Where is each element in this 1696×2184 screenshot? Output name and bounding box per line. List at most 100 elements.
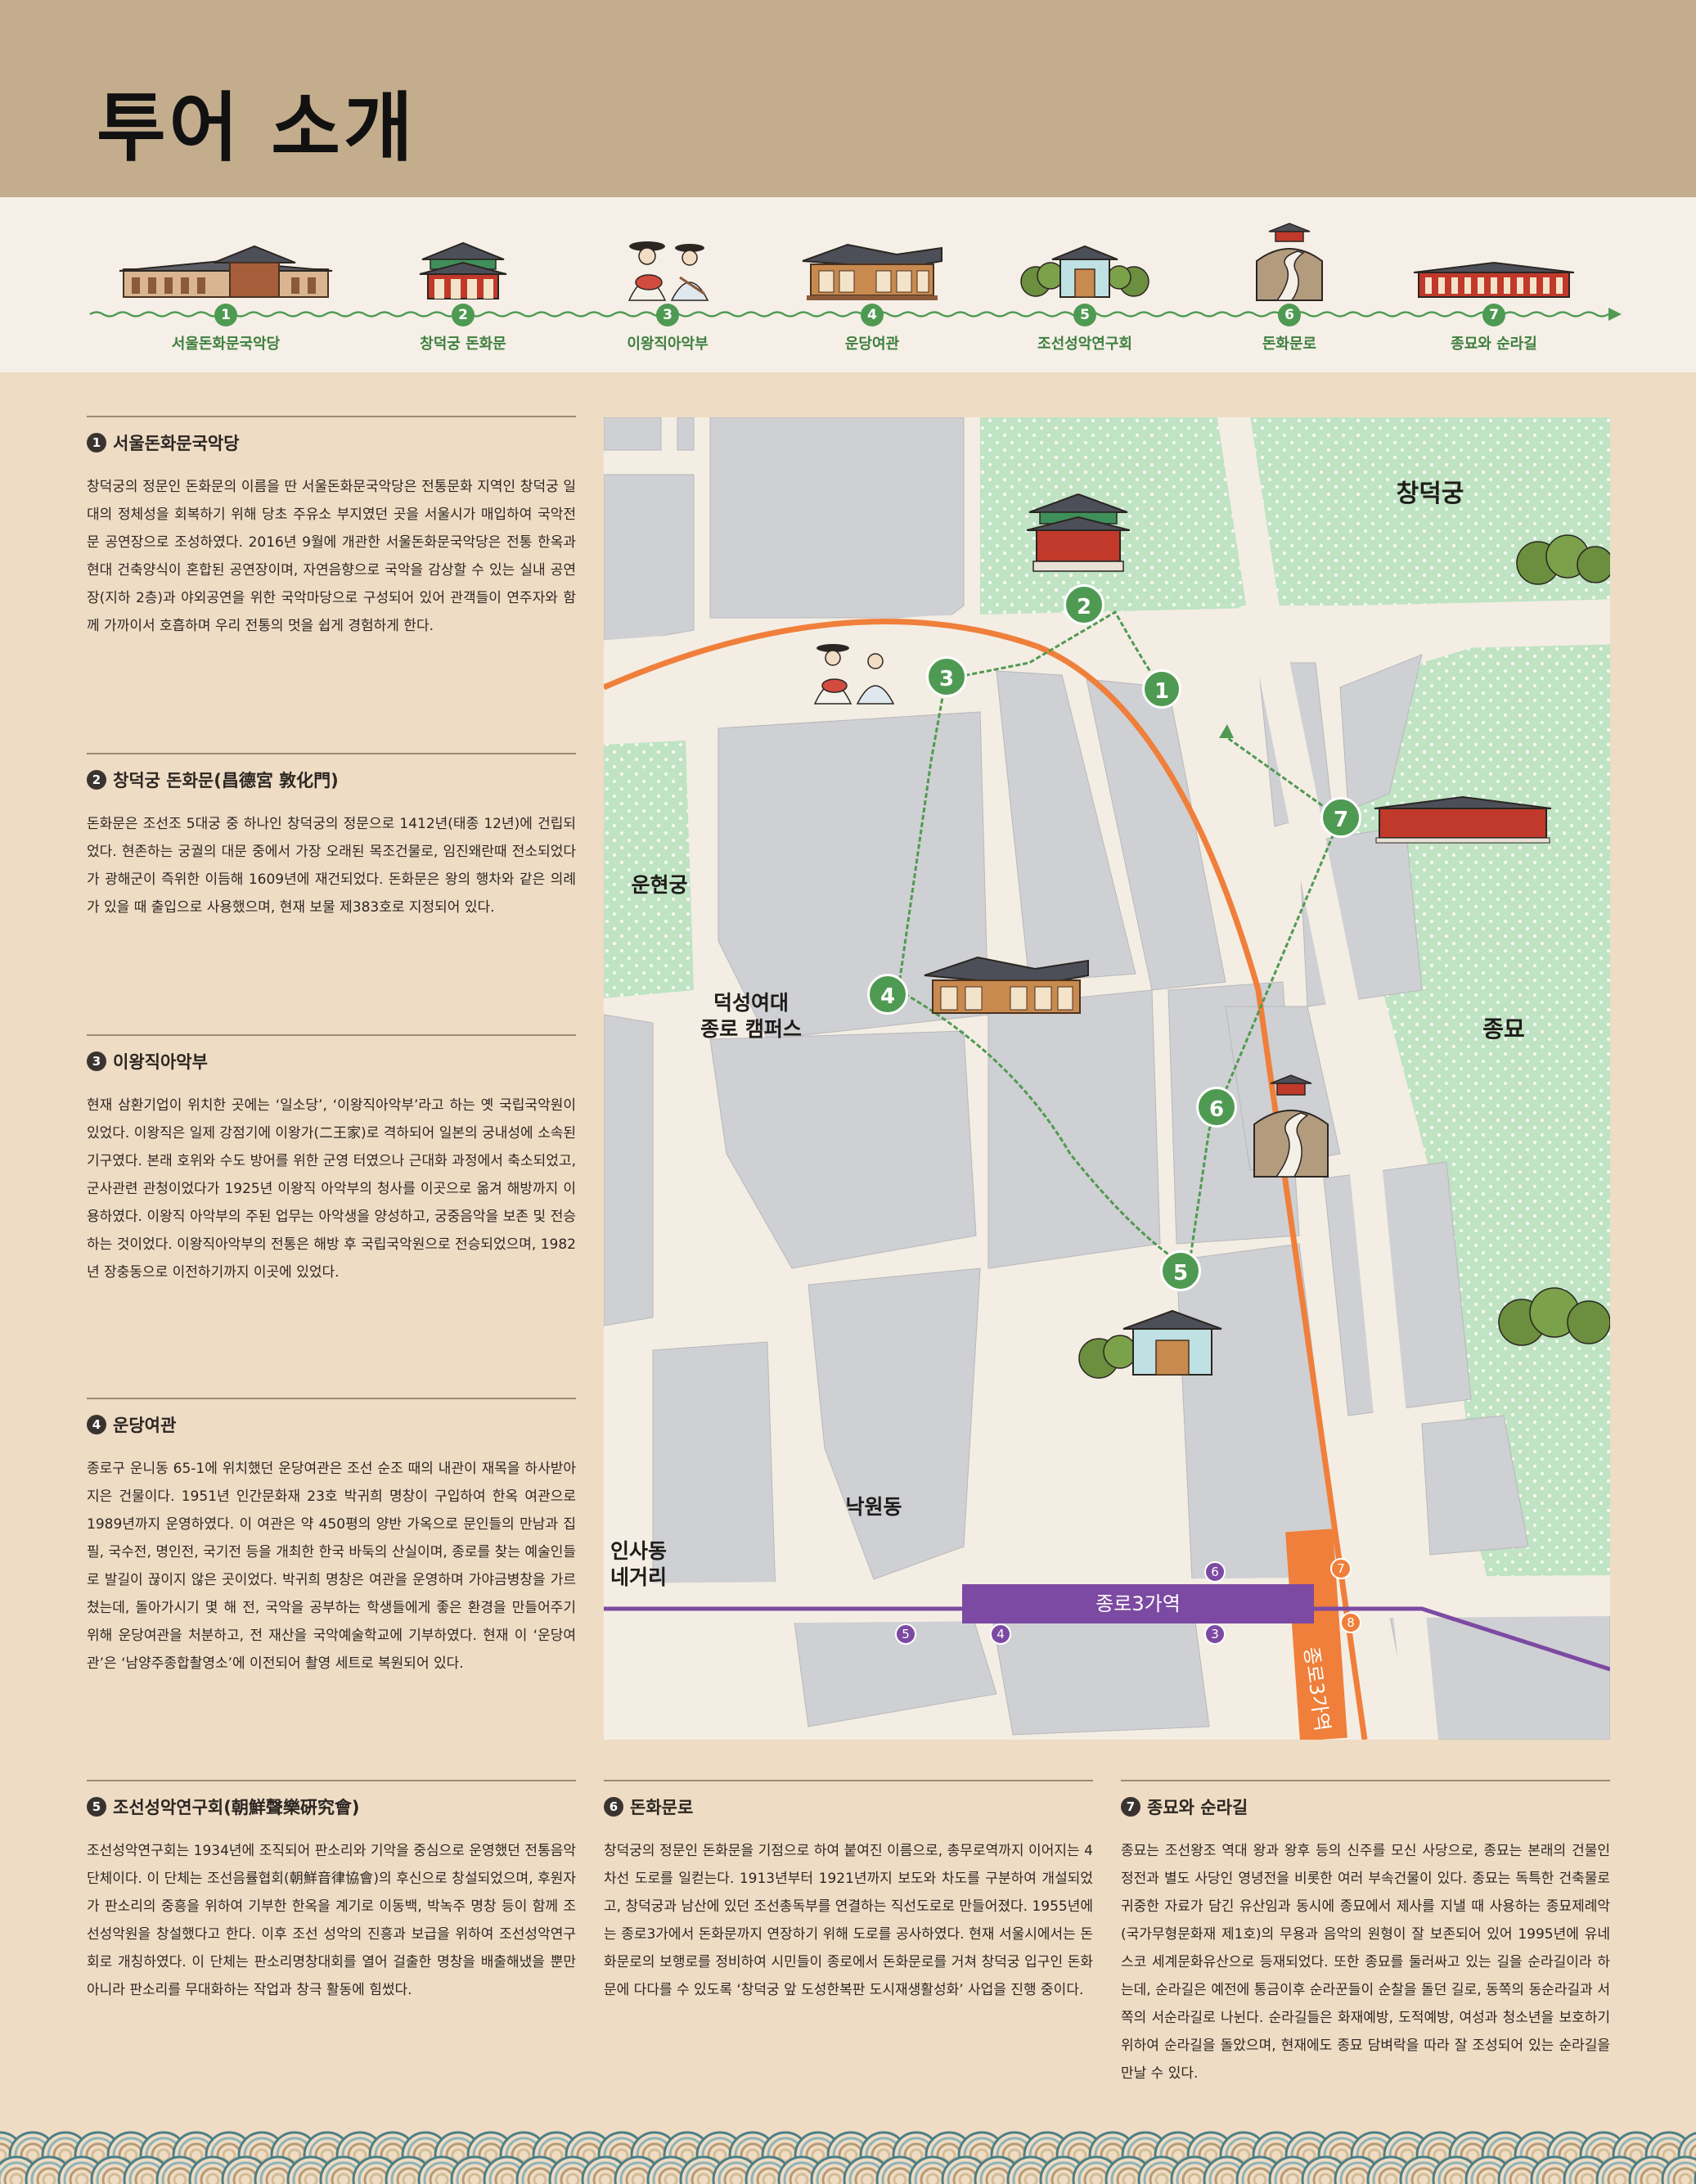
station-vertical-bar bbox=[1285, 1529, 1347, 1740]
section-seongak: 5 조선성악연구회(朝鮮聲樂硏究會) 조선성악연구회는 1934년에 조직되어 판… bbox=[87, 1780, 576, 2004]
map-tree-icon bbox=[1498, 1287, 1610, 1346]
donhwamun-gate-icon bbox=[419, 241, 507, 299]
section-rule bbox=[604, 1780, 1093, 1781]
changdeokgung-park bbox=[980, 417, 1610, 630]
timeline-stop-5[interactable]: 5 조선성악연구회 bbox=[970, 197, 1199, 372]
station-label: 종로3가역 bbox=[1095, 1592, 1181, 1615]
stop-number: 4 bbox=[861, 304, 884, 326]
section-heading: 4 운당여관 bbox=[87, 1412, 576, 1437]
section-number: 7 bbox=[1121, 1797, 1140, 1817]
stop-label: 창덕궁 돈화문 bbox=[420, 335, 506, 353]
section-number: 1 bbox=[87, 433, 106, 453]
unhyeongung-park bbox=[604, 741, 694, 998]
musicians-icon bbox=[628, 241, 709, 301]
section-undang: 4 운당여관 종로구 운니동 65-1에 위치했던 운당여관은 조선 순조 때의 … bbox=[87, 1398, 576, 1677]
stop-number: 5 bbox=[1073, 304, 1096, 326]
stop-label: 서울돈화문국악당 bbox=[171, 335, 281, 353]
map-canvas bbox=[604, 417, 1610, 1740]
section-rule bbox=[87, 1398, 576, 1399]
map-musicians-icon bbox=[813, 644, 895, 705]
map-jongmyo-icon bbox=[1374, 795, 1552, 844]
station-bar bbox=[962, 1584, 1314, 1623]
tour-route bbox=[897, 610, 1342, 1271]
timeline-stop-6[interactable]: 6 돈화문로 bbox=[1175, 197, 1404, 372]
section-donhwamun: 2 창덕궁 돈화문(昌德宮 敦化門) 돈화문은 조선조 5대궁 중 하나인 창덕궁… bbox=[87, 753, 576, 921]
exit-marker-3: 3 bbox=[1204, 1623, 1226, 1645]
timeline-line bbox=[89, 308, 1622, 321]
section-title: 창덕궁 돈화문(昌德宮 敦化門) bbox=[113, 771, 339, 790]
section-title: 서울돈화문국악당 bbox=[113, 434, 240, 453]
section-body: 창덕궁의 정문인 돈화문을 기점으로 하여 붙여진 이름으로, 총무로역까지 이… bbox=[604, 1843, 1093, 1998]
exit-marker-8: 8 bbox=[1340, 1612, 1361, 1633]
route-marker-6[interactable]: 6 bbox=[1196, 1087, 1237, 1128]
section-number: 2 bbox=[87, 770, 106, 790]
timeline-stop-2[interactable]: 2 창덕궁 돈화문 bbox=[349, 197, 578, 372]
donhwamun-road-icon bbox=[1256, 223, 1323, 301]
timeline-stop-3[interactable]: 3 이왕직아악부 bbox=[553, 197, 782, 372]
timeline-stop-7[interactable]: 7 종묘와 순라길 bbox=[1379, 197, 1608, 372]
header-banner: 투어 소개 bbox=[0, 0, 1696, 197]
timeline-stop-1[interactable]: 1 서울돈화문국악당 bbox=[111, 197, 340, 372]
map-hanok-inn-icon bbox=[924, 956, 1089, 1014]
map-donhwamun-icon bbox=[1026, 493, 1131, 572]
page-title: 투어 소개 bbox=[97, 84, 416, 172]
stop-label: 이왕직아악부 bbox=[627, 335, 709, 353]
stop-label: 돈화문로 bbox=[1262, 335, 1317, 353]
section-body: 종묘는 조선왕조 역대 왕과 왕후 등의 신주를 모신 사당으로, 종묘는 본래… bbox=[1121, 1843, 1610, 2082]
exit-marker-6: 6 bbox=[1204, 1561, 1226, 1583]
tour-map: 1 2 3 4 5 6 7 6 7 5 4 3 8 종로3가역 종로3가역 창덕… bbox=[604, 417, 1610, 1740]
stop-number: 7 bbox=[1482, 304, 1505, 326]
stop-label: 종묘와 순라길 bbox=[1451, 335, 1537, 353]
gugakdang-building-icon bbox=[119, 245, 333, 298]
section-body: 현재 삼환기업이 위치한 곳에는 ‘일소당’, ‘이왕직아악부’라고 하는 옛 … bbox=[87, 1097, 576, 1281]
section-body: 창덕궁의 정문인 돈화문의 이름을 딴 서울돈화문국악당은 전통문화 지역인 창… bbox=[87, 479, 576, 634]
subway-line-orange bbox=[604, 619, 1368, 1740]
route-marker-5[interactable]: 5 bbox=[1160, 1250, 1201, 1291]
section-heading: 1 서울돈화문국악당 bbox=[87, 430, 576, 455]
map-donhwamunro-icon bbox=[1253, 1074, 1329, 1178]
exit-marker-7: 7 bbox=[1330, 1558, 1352, 1579]
section-number: 4 bbox=[87, 1415, 106, 1434]
stop-number: 6 bbox=[1278, 304, 1301, 326]
route-marker-2[interactable]: 2 bbox=[1064, 584, 1104, 625]
exit-marker-5: 5 bbox=[895, 1623, 916, 1645]
route-marker-7[interactable]: 7 bbox=[1320, 797, 1361, 838]
timeline-stop-4[interactable]: 4 운당여관 bbox=[758, 197, 987, 372]
hanok-inn-icon bbox=[802, 243, 942, 300]
section-title: 운당여관 bbox=[113, 1416, 177, 1435]
stop-number: 2 bbox=[452, 304, 475, 326]
section-gugakdang: 1 서울돈화문국악당 창덕궁의 정문인 돈화문의 이름을 딴 서울돈화문국악당은 … bbox=[87, 416, 576, 640]
route-marker-4[interactable]: 4 bbox=[867, 974, 908, 1015]
label-unhyeongung: 운현궁 bbox=[631, 873, 688, 897]
stop-label: 운당여관 bbox=[844, 335, 900, 353]
route-marker-1[interactable]: 1 bbox=[1142, 669, 1181, 709]
label-duksung: 덕성여대 종로 캠퍼스 bbox=[700, 991, 802, 1041]
subway-line-purple bbox=[604, 1606, 1610, 1672]
section-body: 종로구 운니동 65-1에 위치했던 운당여관은 조선 순조 때의 내관이 재목… bbox=[87, 1461, 576, 1672]
label-changdeokgung: 창덕궁 bbox=[1396, 480, 1464, 508]
section-rule bbox=[87, 1780, 576, 1781]
stop-number: 3 bbox=[656, 304, 679, 326]
tour-timeline: 1 서울돈화문국악당 2 창덕궁 돈화문 3 이왕직아악부 bbox=[0, 197, 1696, 372]
section-number: 5 bbox=[87, 1797, 106, 1817]
label-insadong: 인사동 네거리 bbox=[610, 1539, 668, 1589]
section-title: 조선성악연구회(朝鮮聲樂硏究會) bbox=[113, 1798, 360, 1817]
section-body: 조선성악연구회는 1934년에 조직되어 판소리와 기악을 중심으로 운영했던 … bbox=[87, 1843, 576, 1998]
section-body: 돈화문은 조선조 5대궁 중 하나인 창덕궁의 정문으로 1412년(태종 12… bbox=[87, 816, 576, 916]
stop-label: 조선성악연구회 bbox=[1037, 335, 1132, 353]
section-number: 6 bbox=[604, 1797, 623, 1817]
map-tree-icon bbox=[1516, 534, 1610, 585]
section-heading: 2 창덕궁 돈화문(昌德宮 敦化門) bbox=[87, 768, 576, 792]
label-jongmyo: 종묘 bbox=[1482, 1015, 1525, 1042]
label-nagwon: 낙원동 bbox=[845, 1495, 902, 1519]
route-marker-3[interactable]: 3 bbox=[926, 656, 967, 697]
section-rule bbox=[87, 1034, 576, 1036]
section-heading: 5 조선성악연구회(朝鮮聲樂硏究會) bbox=[87, 1794, 576, 1819]
seongak-house-icon bbox=[1020, 245, 1149, 298]
